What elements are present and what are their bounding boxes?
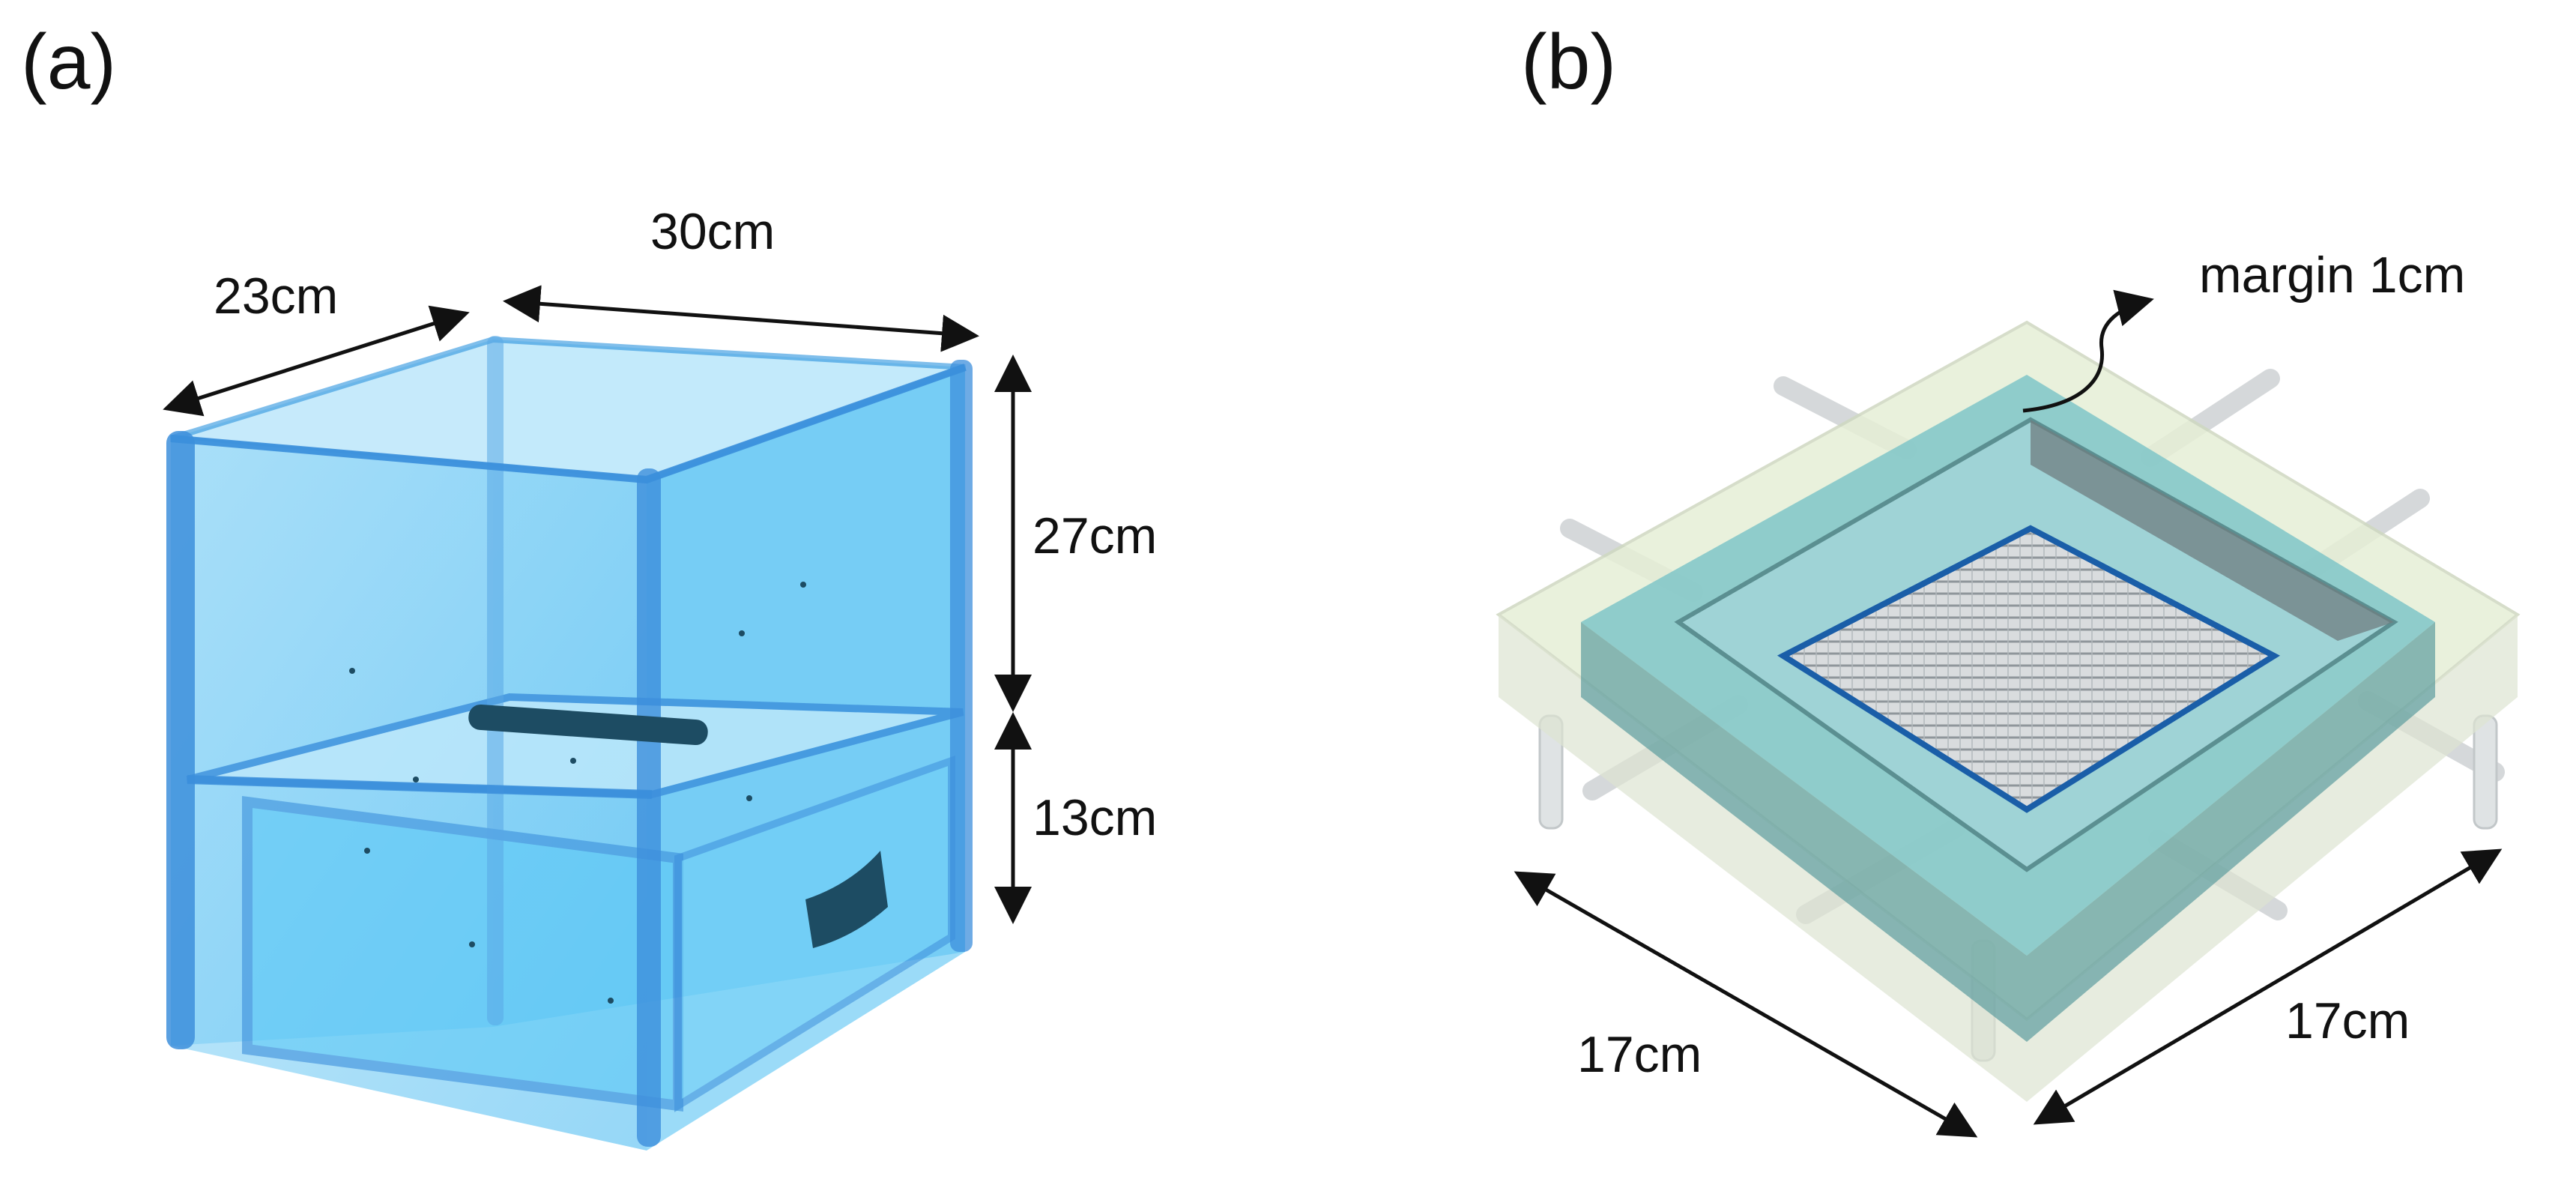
panel-a-label: (a) [21, 19, 116, 106]
drawer-front [242, 796, 683, 1112]
side-left-label: 17cm [1577, 1026, 1702, 1083]
box-mid-edge [187, 775, 653, 799]
depth-label: 23cm [214, 268, 338, 325]
depth-arrow [163, 305, 470, 417]
tray-inner-wall-dark [2031, 420, 2394, 641]
corner-post-left [166, 431, 195, 1049]
panel-b-label: (b) [1521, 19, 1616, 106]
culture-tray [1496, 320, 2521, 1102]
width-label: 30cm [650, 203, 775, 260]
panel-a: (a) [21, 19, 1157, 1151]
margin-pointer [2022, 289, 2154, 413]
lower-height-label: 13cm [1032, 789, 1157, 846]
mesh-screen [1777, 525, 2281, 813]
side-right-label: 17cm [2285, 992, 2410, 1049]
rivets [349, 582, 806, 1004]
drawer-handle-bar [468, 704, 708, 746]
margin-label: margin 1cm [2199, 247, 2465, 304]
dimension-arrows-a [163, 285, 1032, 924]
box-outline [170, 364, 967, 484]
panel-b: (b) [1496, 19, 2521, 1138]
storage-box [166, 336, 973, 1151]
corner-post-right [950, 360, 973, 952]
corner-post-center [637, 468, 661, 1147]
side-left-arrow [1514, 871, 1978, 1138]
tray-basin-side [1581, 622, 2435, 1042]
side-right-arrow [2033, 848, 2503, 1125]
upper-height-label: 27cm [1032, 507, 1157, 564]
drawer-handle-clip [805, 851, 888, 948]
corner-post-back [487, 336, 504, 1025]
width-arrow [503, 285, 979, 352]
dimension-arrows-b [1514, 848, 2503, 1138]
